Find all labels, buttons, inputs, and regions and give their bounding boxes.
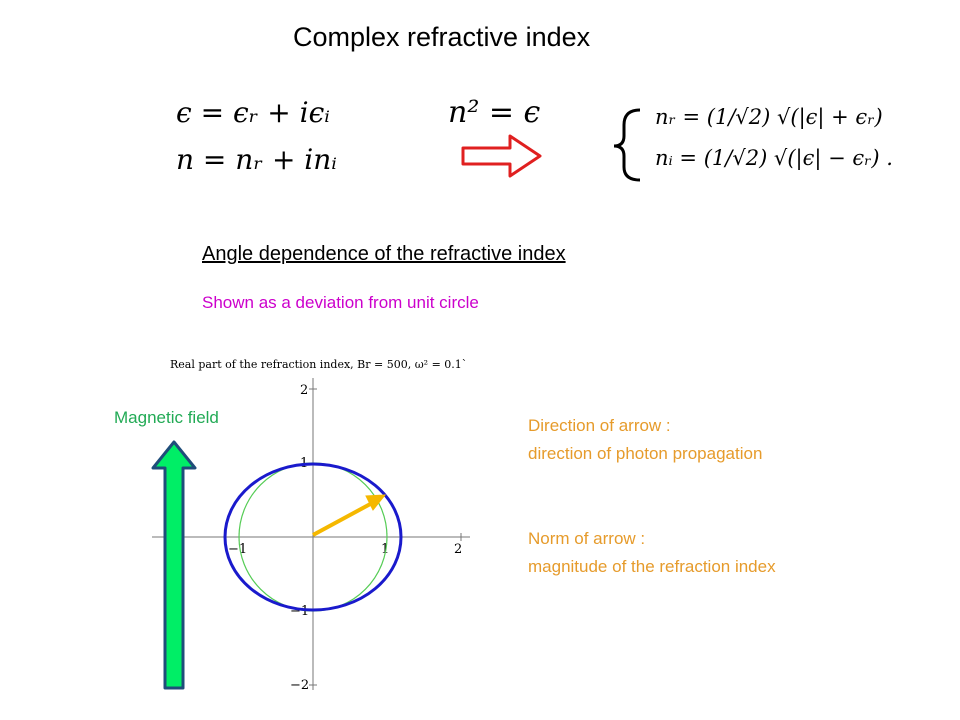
y-tick-neg2: −2 [290,678,309,693]
epsilon-equation: ϵ = ϵᵣ + iϵᵢ [176,96,330,129]
norm-note: Norm of arrow : magnitude of the refract… [528,525,776,581]
direction-note: Direction of arrow : direction of photon… [528,412,762,468]
norm-note-line1: Norm of arrow : [528,529,646,548]
subtitle: Shown as a deviation from unit circle [202,293,479,312]
plot-title: Real part of the refraction index, Br = … [170,358,468,371]
magnetic-field-label: Magnetic field [114,408,219,427]
ni-solution: nᵢ = (1/√2) √(|ϵ| − ϵᵣ) . [655,146,893,170]
y-tick-2: 2 [300,383,308,398]
implication-arrow-icon [461,134,542,178]
x-tick-neg1: −1 [228,542,247,557]
refraction-index-curve [223,462,403,612]
propagation-arrow-icon [312,494,387,537]
norm-note-line2: magnitude of the refraction index [528,557,776,576]
direction-note-line2: direction of photon propagation [528,444,763,463]
x-tick-1: 1 [381,542,389,557]
n-equation: n = nᵣ + inᵢ [176,143,337,176]
y-tick-neg1: −1 [290,604,309,619]
x-tick-2: 2 [454,542,462,557]
n-squared-equation: n² = ϵ [448,95,541,130]
nr-solution: nᵣ = (1/√2) √(|ϵ| + ϵᵣ) [655,105,883,129]
curly-brace-icon [613,108,641,182]
direction-note-line1: Direction of arrow : [528,416,671,435]
magnetic-field-arrow-icon [151,440,197,690]
section-heading: Angle dependence of the refractive index [202,243,566,265]
slide-title: Complex refractive index [293,22,591,52]
